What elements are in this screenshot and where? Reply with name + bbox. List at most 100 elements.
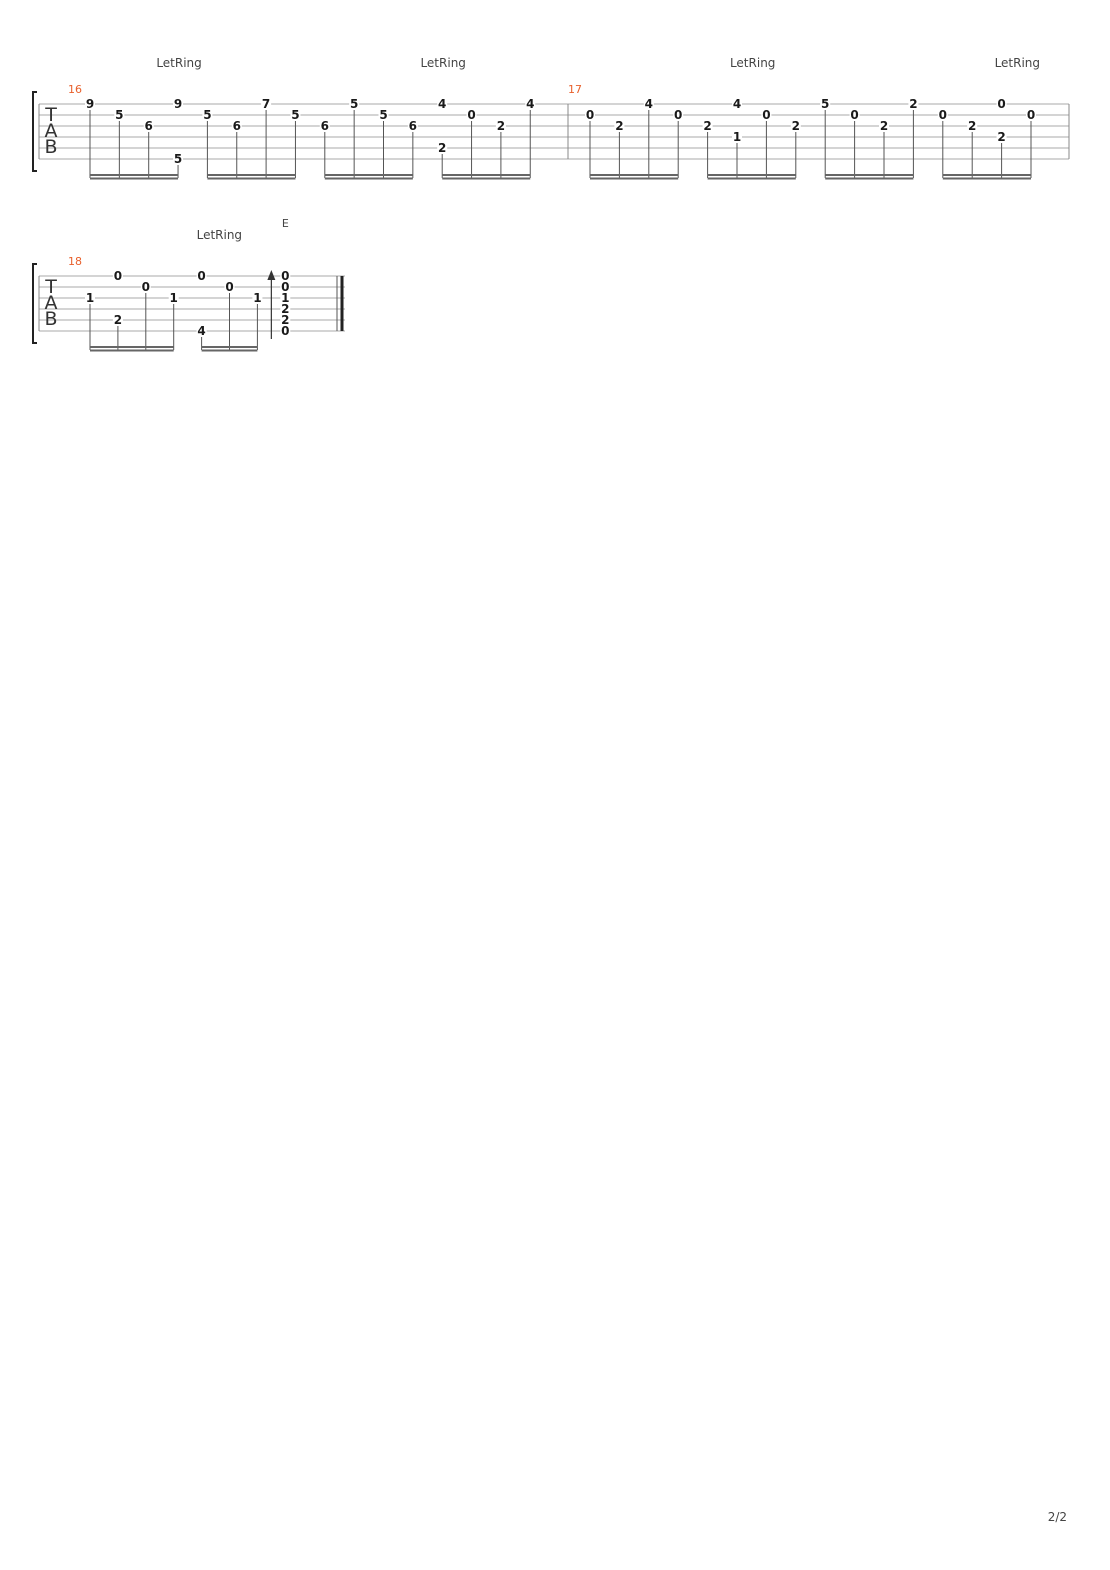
fret-bg [937, 109, 948, 120]
fret-number: 4 [733, 97, 741, 111]
fret-bg [202, 109, 213, 120]
bar-number: 17 [568, 83, 582, 96]
fret-bg [614, 120, 625, 131]
let-ring-label: LetRing [730, 56, 775, 70]
fret-bg [908, 98, 919, 109]
fret-number: 0 [674, 108, 682, 122]
fret-number: 5 [821, 97, 829, 111]
fret-bg [85, 292, 95, 303]
beam [201, 346, 258, 348]
fret-number: 0 [997, 97, 1005, 111]
fret-number: 0 [939, 108, 947, 122]
fret-number: 2 [615, 119, 623, 133]
fret-bg [820, 98, 831, 109]
tab-letter: T [44, 276, 57, 298]
beam [825, 177, 914, 180]
fret-number: 5 [350, 97, 358, 111]
beam [324, 177, 413, 180]
fret-bg [196, 270, 207, 281]
fret-number: 0 [586, 108, 594, 122]
page-number: 2/2 [1047, 1510, 1067, 1524]
beam [707, 177, 796, 180]
fret-number: 6 [233, 119, 241, 133]
beam [825, 174, 914, 176]
fret-bg [732, 131, 742, 142]
fret-bg [196, 325, 207, 336]
let-ring-label: LetRing [995, 56, 1040, 70]
fret-number: 2 [438, 141, 446, 155]
fret-bg [437, 142, 448, 153]
beam [90, 174, 179, 176]
strum-arrowhead [267, 270, 276, 280]
fret-bg [732, 98, 742, 109]
fret-number: 2 [281, 313, 289, 327]
fret-bg [114, 109, 125, 120]
beam [707, 174, 796, 176]
fret-number: 2 [997, 130, 1005, 144]
beam [90, 349, 174, 352]
fret-number: 2 [909, 97, 917, 111]
system-bracket [32, 91, 37, 172]
fret-number: 0 [1027, 108, 1035, 122]
fret-number: 9 [174, 97, 182, 111]
fret-bg [967, 120, 978, 131]
tab-letter: A [45, 292, 58, 314]
fret-bg [224, 281, 235, 292]
fret-number: 2 [114, 313, 122, 327]
fret-number: 0 [197, 269, 205, 283]
fret-number: 0 [281, 280, 289, 294]
fret-bg [112, 314, 123, 325]
fret-bg [702, 120, 713, 131]
fret-bg [280, 325, 291, 336]
beam [207, 174, 296, 176]
bar-number: 16 [68, 83, 82, 96]
beam [442, 174, 531, 176]
fret-bg [673, 109, 684, 120]
fret-number: 2 [703, 119, 711, 133]
fret-number: 1 [253, 291, 261, 305]
fret-bg [849, 109, 860, 120]
fret-bg [168, 292, 179, 303]
fret-number: 7 [262, 97, 270, 111]
beam [90, 177, 179, 180]
fret-bg [140, 281, 151, 292]
let-ring-label: LetRing [420, 56, 465, 70]
beam [590, 174, 679, 176]
fret-bg [280, 270, 291, 281]
fret-bg [996, 98, 1007, 109]
bar-number: 18 [68, 255, 82, 268]
fret-number: 1 [170, 291, 178, 305]
system-bracket [32, 263, 37, 344]
fret-number: 1 [733, 130, 741, 144]
fret-bg [585, 109, 595, 120]
fret-bg [280, 281, 291, 292]
fret-number: 0 [225, 280, 233, 294]
fret-number: 2 [880, 119, 888, 133]
fret-number: 5 [291, 108, 299, 122]
fret-bg [112, 270, 123, 281]
fret-bg [407, 120, 418, 131]
tab-letter: B [44, 136, 57, 158]
fret-bg [643, 98, 654, 109]
fret-number: 6 [409, 119, 417, 133]
fret-bg [261, 98, 272, 109]
fret-number: 2 [792, 119, 800, 133]
beam [207, 177, 296, 180]
fret-number: 5 [174, 152, 182, 166]
fret-number: 5 [203, 108, 211, 122]
fret-bg [495, 120, 506, 131]
fret-number: 4 [645, 97, 653, 111]
fret-number: 0 [114, 269, 122, 283]
fret-bg [996, 131, 1007, 142]
fret-number: 6 [321, 119, 329, 133]
fret-bg [1026, 109, 1036, 120]
fret-bg [466, 109, 477, 120]
beam [201, 349, 258, 352]
fret-bg [280, 303, 291, 314]
beam [324, 174, 413, 176]
fret-bg [280, 292, 291, 303]
fret-number: 1 [86, 291, 94, 305]
fret-number: 9 [86, 97, 94, 111]
beam [942, 177, 1031, 180]
fret-bg [143, 120, 154, 131]
